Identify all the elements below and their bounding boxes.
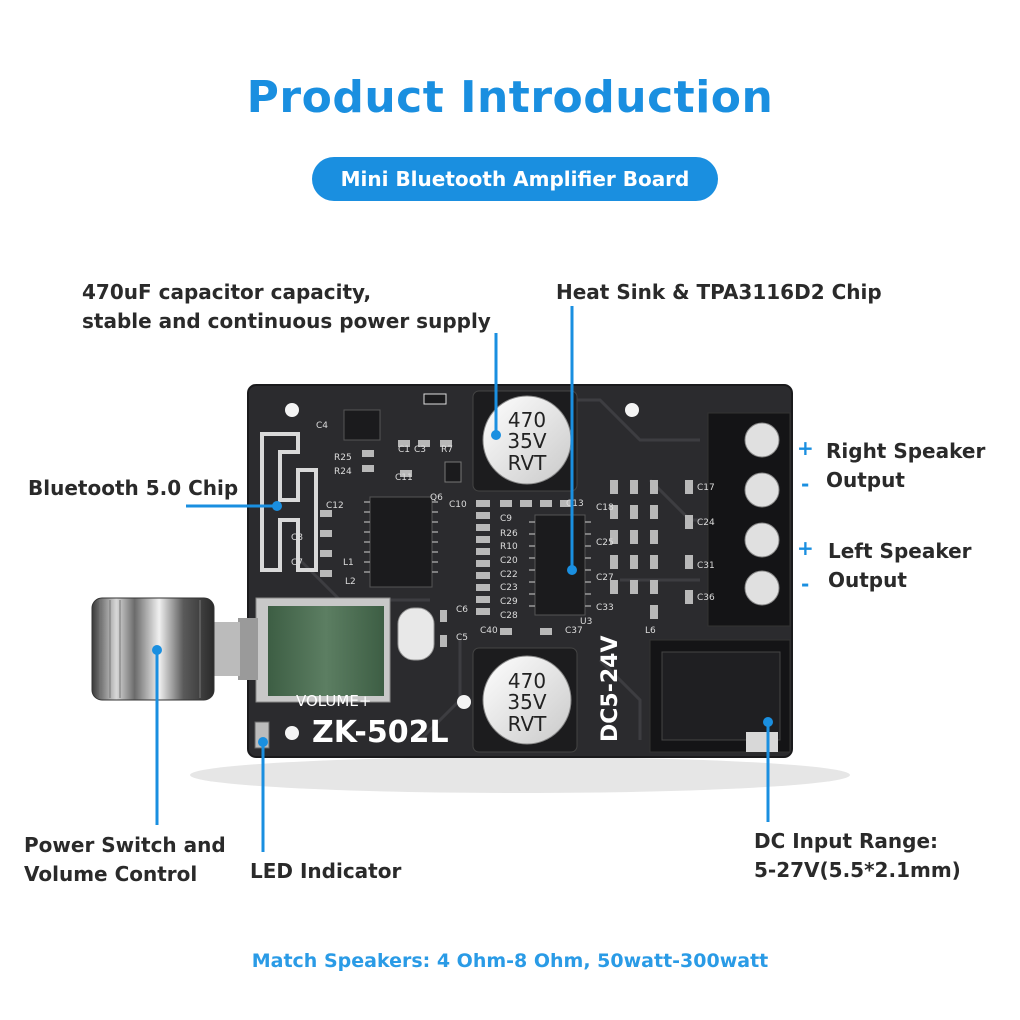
right-speaker-callout: Right Speaker Output: [826, 437, 985, 495]
capacitor-bottom: [472, 647, 578, 753]
right-speaker-line2: Output: [826, 468, 905, 492]
page-title: Product Introduction: [246, 72, 774, 123]
voltage-silk-label: DC5-24V: [598, 636, 623, 743]
transistor-q6: [444, 461, 462, 483]
silk-c6: C6: [456, 605, 468, 615]
cap-top-value: 470: [508, 408, 546, 432]
dc-input-line2: 5-27V(5.5*2.1mm): [754, 858, 961, 882]
cap-top-brand: RVT: [508, 451, 547, 475]
bluetooth-chip-pins: [364, 501, 438, 573]
silk-c36: C36: [697, 593, 715, 603]
silk-c3: C3: [414, 445, 426, 455]
cap-bottom-voltage: 35V: [507, 690, 546, 714]
subtitle-badge: Mini Bluetooth Amplifier Board: [312, 157, 718, 201]
heatsink-callout: Heat Sink & TPA3116D2 Chip: [556, 280, 882, 304]
silk-c17: C17: [697, 483, 715, 493]
speaker-match-note: Match Speakers: 4 Ohm-8 Ohm, 50watt-300w…: [251, 950, 769, 972]
amplifier-chip-pins: [529, 521, 591, 607]
capacitor-callout: 470uF capacitor capacity, stable and con…: [82, 278, 491, 336]
right-plus-sign: +: [797, 436, 814, 460]
capacitor-callout-line1: 470uF capacitor capacity,: [82, 280, 372, 304]
silk-l6: L6: [645, 626, 656, 636]
silk-c7: C7: [291, 558, 303, 568]
silk-c24: C24: [697, 518, 715, 528]
silk-r10: R10: [500, 542, 518, 552]
bluetooth-antenna-trace: [260, 432, 318, 572]
callout-dots: [152, 430, 773, 747]
silk-c13: C13: [566, 499, 584, 509]
crystal-oscillator: [397, 607, 435, 661]
volume-silk-label: VOLUME+: [296, 692, 371, 710]
silk-c18: C18: [596, 503, 614, 513]
cap-bottom-brand: RVT: [508, 712, 547, 736]
silk-c33: C33: [596, 603, 614, 613]
silk-c37: C37: [565, 626, 583, 636]
dc-input-line1: DC Input Range:: [754, 829, 939, 853]
silk-c10: C10: [449, 500, 467, 510]
right-minus-sign: -: [801, 472, 810, 496]
capacitor-callout-line2: stable and continuous power supply: [82, 309, 491, 333]
silk-c23: C23: [500, 583, 518, 593]
silk-c5: C5: [456, 633, 468, 643]
power-callout-line2: Volume Control: [24, 862, 198, 886]
cap-top-voltage: 35V: [507, 429, 546, 453]
callout-lines: [155, 306, 770, 852]
silk-r24: R24: [334, 467, 352, 477]
cap-bottom-value: 470: [508, 669, 546, 693]
regulator-chip: [343, 409, 381, 441]
capacitor-top: [472, 390, 578, 492]
right-speaker-line1: Right Speaker: [826, 439, 986, 463]
silk-l1: L1: [343, 558, 354, 568]
silk-u3: U3: [580, 617, 592, 627]
silk-q6: Q6: [430, 493, 443, 503]
smd-components: [320, 393, 693, 647]
silk-c40: C40: [480, 626, 498, 636]
silk-c22: C22: [500, 570, 518, 580]
silk-c29: C29: [500, 597, 518, 607]
terminal-screws: [744, 422, 780, 606]
silk-c9: C9: [500, 514, 512, 524]
silk-c1: C1: [398, 445, 410, 455]
silk-c28: C28: [500, 611, 518, 621]
silk-c11: C11: [395, 473, 413, 483]
silk-l2: L2: [345, 577, 356, 587]
left-speaker-line2: Output: [828, 568, 907, 592]
silk-c4: C4: [316, 421, 328, 431]
left-speaker-callout: Left Speaker Output: [828, 537, 972, 595]
amplifier-chip: [534, 514, 586, 616]
model-silk-label: ZK-502L: [312, 715, 449, 750]
silk-r26: R26: [500, 529, 518, 539]
silk-r25: R25: [334, 453, 352, 463]
silk-c31: C31: [697, 561, 715, 571]
bluetooth-callout: Bluetooth 5.0 Chip: [28, 476, 239, 500]
power-callout-line1: Power Switch and: [24, 833, 226, 857]
dc-input-callout: DC Input Range: 5-27V(5.5*2.1mm): [754, 827, 961, 885]
left-plus-sign: +: [797, 536, 814, 560]
silk-c8: C8: [291, 533, 303, 543]
led-callout: LED Indicator: [250, 859, 402, 883]
left-minus-sign: -: [801, 572, 810, 596]
mounting-holes: [285, 403, 639, 740]
bluetooth-chip: [369, 496, 433, 588]
silk-c27: C27: [596, 573, 614, 583]
power-callout: Power Switch and Volume Control: [24, 831, 226, 889]
silk-r7: R7: [441, 445, 453, 455]
silk-c20: C20: [500, 556, 518, 566]
silk-c12: C12: [326, 501, 344, 511]
left-speaker-line1: Left Speaker: [828, 539, 972, 563]
silk-c25: C25: [596, 538, 614, 548]
